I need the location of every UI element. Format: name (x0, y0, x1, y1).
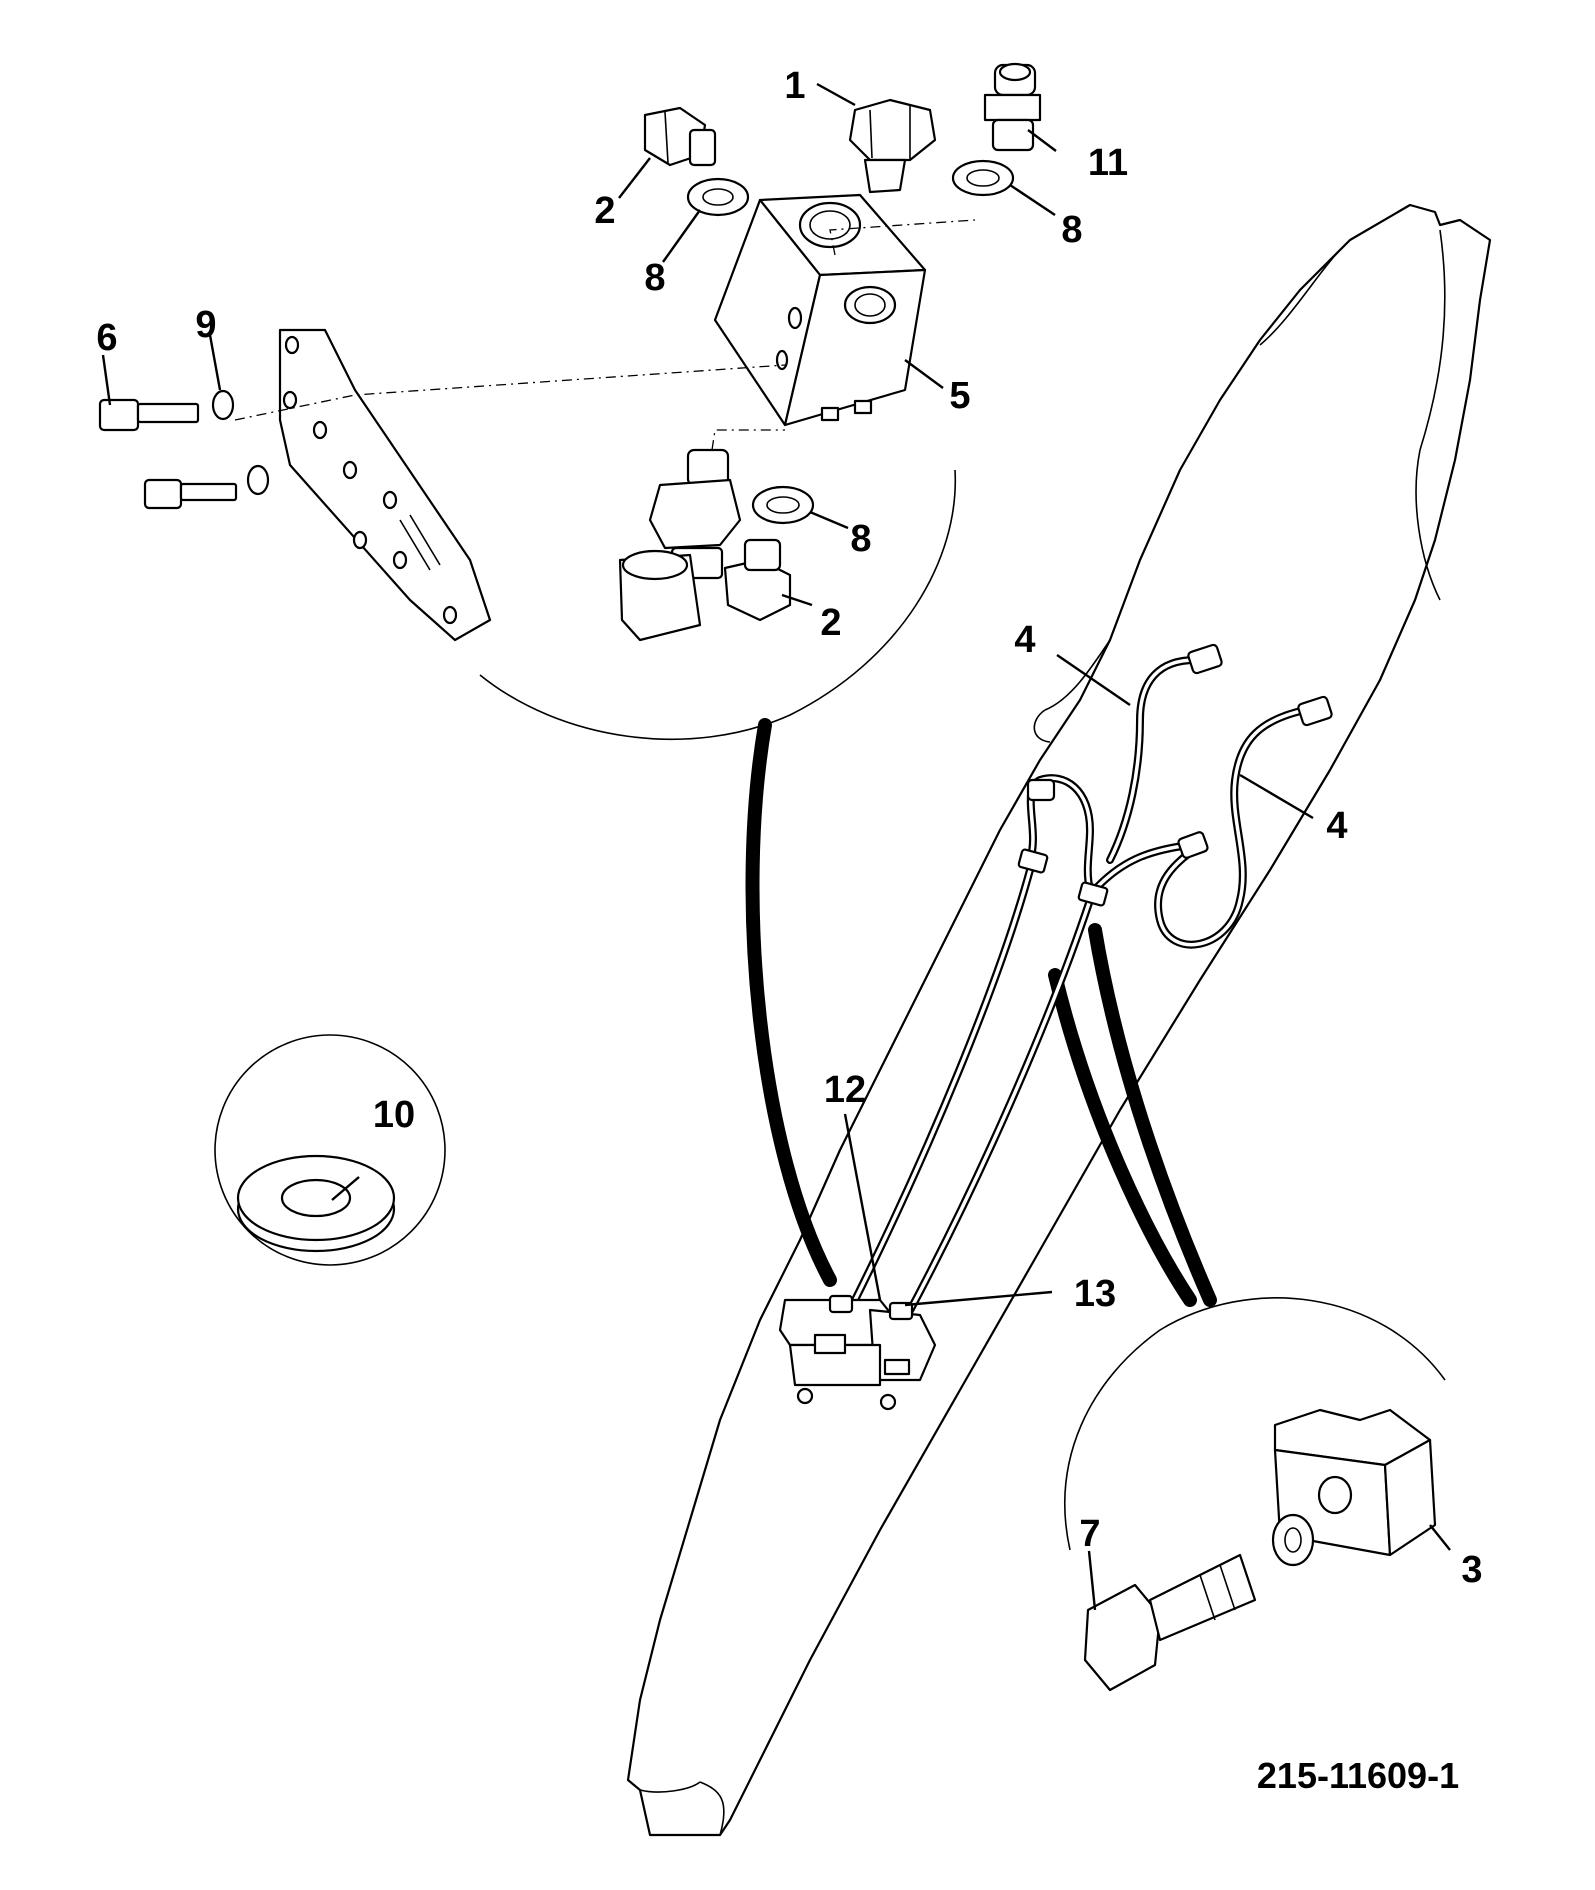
plug-2-lower (723, 538, 792, 622)
washers-8-upper (686, 159, 1015, 217)
callout-8-lower: 8 (850, 518, 871, 560)
detail-circle-lower (1064, 1297, 1446, 1551)
callout-5: 5 (949, 375, 970, 417)
callout-4-right: 4 (1326, 805, 1347, 847)
callout-2-lower: 2 (820, 602, 841, 644)
callout-7: 7 (1079, 1513, 1100, 1555)
callout-8-right: 8 (1061, 209, 1082, 251)
callout-9: 9 (195, 304, 216, 346)
lower-fitting (618, 448, 742, 642)
leader-lines (101, 82, 1451, 1611)
callout-6: 6 (96, 317, 117, 359)
adapter-11 (983, 62, 1042, 152)
callout-labels: 1 2 2 3 4 4 5 6 7 8 8 8 9 10 11 12 13 (96, 65, 1482, 1591)
callout-8-left: 8 (644, 257, 665, 299)
washer-8-lower (751, 485, 815, 525)
callout-2-upper: 2 (594, 190, 615, 232)
callout-3: 3 (1461, 1549, 1482, 1591)
washer-10-detail (214, 1034, 446, 1266)
drawing-number: 215-11609-1 (1257, 1755, 1459, 1796)
assembly-lines (234, 219, 976, 451)
bolt-7 (1083, 1553, 1257, 1692)
main-hoses (745, 718, 1217, 1307)
plug-1 (848, 98, 937, 194)
callout-12: 12 (824, 1069, 866, 1111)
callout-1: 1 (784, 65, 805, 107)
boom-arm (626, 203, 1492, 1837)
valve-block-13 (778, 1294, 937, 1411)
callout-4-left: 4 (1014, 619, 1035, 661)
pipes-12 (846, 774, 1194, 1324)
callout-11: 11 (1088, 142, 1128, 184)
plug-2-upper (643, 106, 717, 167)
bolts-6 (98, 398, 238, 510)
lock-washers-9 (211, 389, 270, 496)
lock-washer-lower (1271, 1513, 1315, 1567)
bracket (278, 328, 492, 642)
detail-circle-upper (479, 469, 957, 741)
callout-13: 13 (1074, 1273, 1116, 1315)
hoses-4 (1017, 643, 1333, 949)
callout-10: 10 (373, 1094, 415, 1136)
block-5 (713, 193, 927, 427)
